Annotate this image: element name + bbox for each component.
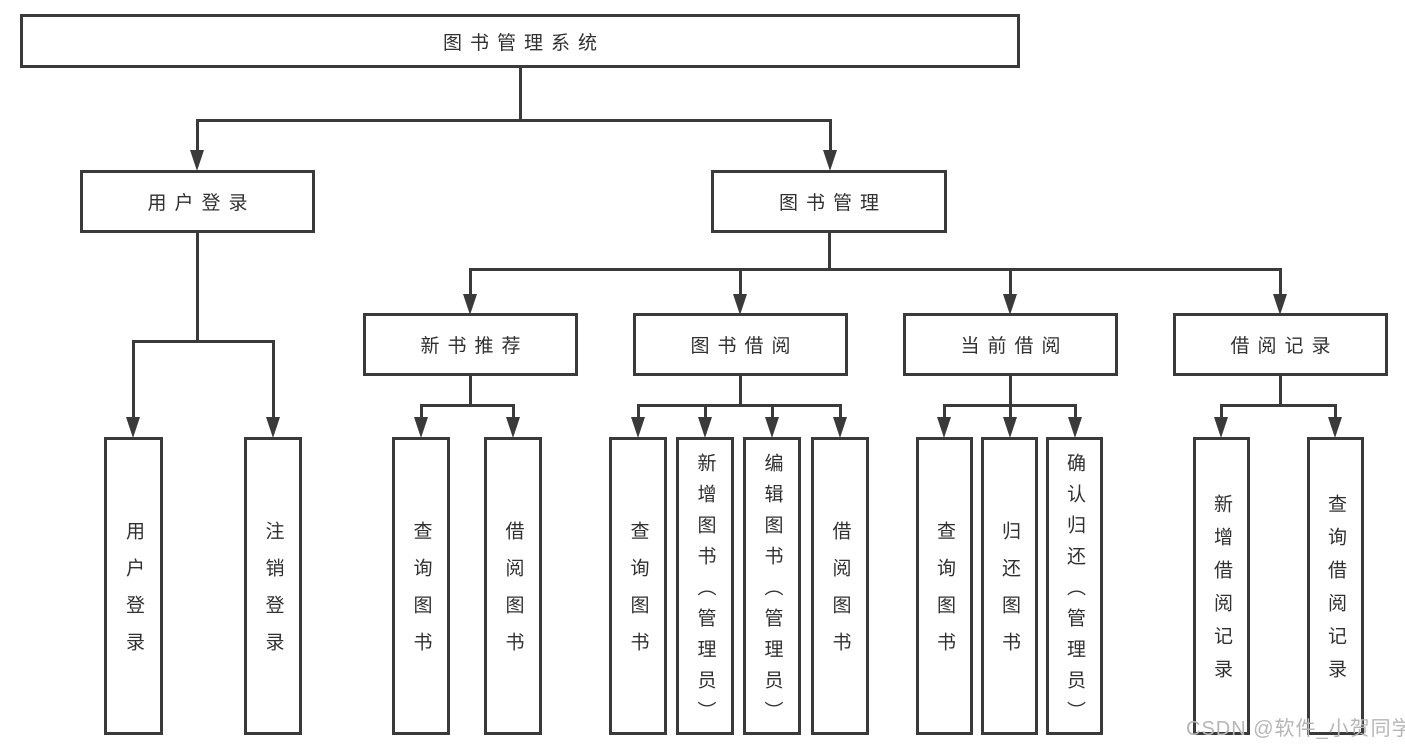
node-label: 当前借阅 xyxy=(960,336,1069,357)
node-label: 查询图书 xyxy=(934,521,955,669)
node-label: 注销登录 xyxy=(262,521,284,669)
node-label: 查询图书 xyxy=(627,521,649,669)
connector-arrow xyxy=(1003,417,1017,438)
connector-line xyxy=(1009,404,1012,419)
node-label: 确认归还（管理员） xyxy=(1064,452,1085,732)
leaf-node-confirm-return-admin: 确认归还（管理员） xyxy=(1046,437,1103,735)
category-node-book-borrowing: 图书借阅 xyxy=(633,313,848,376)
connector-line xyxy=(829,119,832,152)
leaf-node-edit-book-admin: 编辑图书（管理员） xyxy=(743,437,801,735)
connector-arrow xyxy=(823,150,837,171)
leaf-node-return-books: 归还图书 xyxy=(981,437,1038,735)
leaf-node-query-books: 查询图书 xyxy=(392,437,450,735)
leaf-node-borrow-books: 借阅图书 xyxy=(811,437,869,735)
node-label: 借阅图书 xyxy=(829,521,851,669)
connector-line xyxy=(739,376,742,407)
node-label: 用户登录 xyxy=(147,193,256,214)
connector-line xyxy=(272,340,275,419)
leaf-node-borrow-books: 借阅图书 xyxy=(484,437,542,735)
leaf-node-query-books: 查询图书 xyxy=(609,437,667,735)
node-label: 查询借阅记录 xyxy=(1325,494,1346,692)
connector-line xyxy=(512,404,515,419)
connector-line xyxy=(1009,268,1012,296)
connector-line xyxy=(1220,404,1337,407)
category-node-current-borrowing: 当前借阅 xyxy=(903,313,1118,376)
connector-arrow xyxy=(765,417,779,438)
connector-line xyxy=(839,404,842,419)
connector-arrow xyxy=(1273,294,1287,315)
node-label: 新增图书（管理员） xyxy=(694,452,716,732)
leaf-node-add-borrow-record: 新增借阅记录 xyxy=(1193,437,1250,735)
node-label: 图书管理系统 xyxy=(442,32,605,54)
connector-line xyxy=(704,404,707,419)
connector-arrow xyxy=(1214,417,1228,438)
node-label: 借阅记录 xyxy=(1230,336,1339,357)
connector-line xyxy=(637,404,842,407)
connector-line xyxy=(519,68,522,120)
connector-arrow xyxy=(733,294,747,315)
connector-line xyxy=(196,232,199,342)
connector-arrow xyxy=(506,417,520,438)
node-label: 查询图书 xyxy=(410,521,432,669)
connector-line xyxy=(132,340,135,419)
connector-line xyxy=(196,119,831,122)
node-label: 用户登录 xyxy=(123,521,144,669)
leaf-node-query-borrow-record: 查询借阅记录 xyxy=(1307,437,1364,735)
connector-line xyxy=(469,268,1282,271)
connector-arrow xyxy=(833,417,847,438)
branch-node-book-management: 图书管理 xyxy=(711,170,947,233)
node-label: 归还图书 xyxy=(999,521,1020,669)
connector-arrow xyxy=(937,417,951,438)
node-label: 借阅图书 xyxy=(502,521,524,669)
connector-line xyxy=(1334,404,1337,419)
connector-arrow xyxy=(1068,417,1082,438)
connector-line xyxy=(1220,404,1223,419)
connector-line xyxy=(739,268,742,296)
connector-line xyxy=(1279,268,1282,296)
connector-line xyxy=(1009,376,1012,407)
connector-arrow xyxy=(126,417,140,438)
category-node-new-book-recommendation: 新书推荐 xyxy=(363,313,578,376)
connector-line xyxy=(132,340,275,343)
connector-line xyxy=(420,404,423,419)
connector-line xyxy=(196,119,199,152)
node-label: 新书推荐 xyxy=(420,336,529,357)
leaf-node-add-book-admin: 新增图书（管理员） xyxy=(676,437,734,735)
node-label: 图书借阅 xyxy=(690,336,799,357)
branch-node-user-login: 用户登录 xyxy=(80,170,315,233)
connector-line xyxy=(943,404,946,419)
connector-line xyxy=(469,376,472,407)
connector-arrow xyxy=(266,417,280,438)
node-label: 图书管理 xyxy=(778,193,887,214)
connector-line xyxy=(1279,376,1282,407)
connector-arrow xyxy=(1003,294,1017,315)
connector-arrow xyxy=(631,417,645,438)
connector-line xyxy=(1074,404,1077,419)
connector-arrow xyxy=(463,294,477,315)
leaf-node-query-books: 查询图书 xyxy=(916,437,973,735)
leaf-node-logout: 注销登录 xyxy=(244,437,302,735)
leaf-node-user-login: 用户登录 xyxy=(104,437,163,735)
connector-line xyxy=(828,232,831,271)
connector-line xyxy=(420,404,515,407)
connector-arrow xyxy=(698,417,712,438)
system-root-node: 图书管理系统 xyxy=(20,14,1020,68)
connector-arrow xyxy=(190,150,204,171)
csdn-watermark: CSDN @软件_小贺同学 xyxy=(1186,718,1405,740)
node-label: 新增借阅记录 xyxy=(1211,494,1232,692)
connector-line xyxy=(637,404,640,419)
connector-arrow xyxy=(414,417,428,438)
connector-line xyxy=(771,404,774,419)
node-label: 编辑图书（管理员） xyxy=(761,452,783,732)
connector-arrow xyxy=(1328,417,1342,438)
category-node-borrowing-records: 借阅记录 xyxy=(1173,313,1388,376)
connector-line xyxy=(469,268,472,296)
